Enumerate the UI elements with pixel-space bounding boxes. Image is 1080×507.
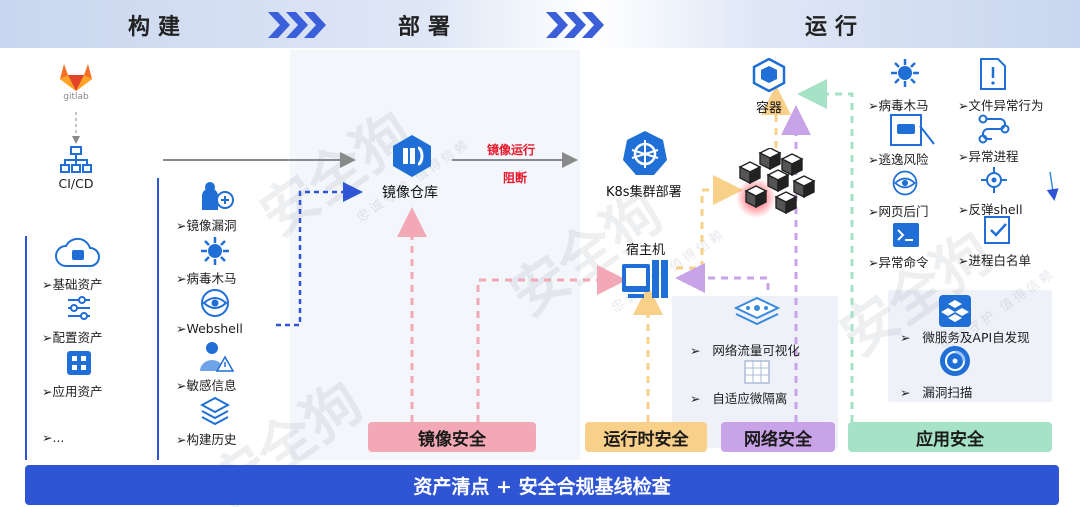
stage-title-run: 运行 — [805, 15, 866, 40]
runtime-check-command: ➢异常命令 — [868, 255, 929, 270]
runtime-check-escape: ➢逃逸风险 — [868, 152, 929, 167]
runtime-check-whitelist: ➢进程白名单 — [958, 253, 1031, 268]
vulnerability-icon — [202, 182, 234, 210]
bottom-baseline-bar: 资产清点 + 安全合规基线检查 — [25, 465, 1059, 505]
build-check-vuln: ➢镜像漏洞 — [176, 218, 237, 233]
whitelist-check-icon — [984, 216, 1010, 244]
build-check-virus: ➢病毒木马 — [176, 271, 237, 286]
network-microseg-item: ➢ 自适应微隔离 — [690, 391, 788, 406]
eye-icon — [892, 170, 918, 196]
runtime-check-backdoor: ➢网页后门 — [868, 204, 929, 219]
container-label: 容器 — [756, 101, 783, 116]
build-check-sensitive: ➢敏感信息 — [176, 378, 237, 393]
app-check-microservice: ➢ 微服务及API自发现 — [900, 330, 1030, 345]
badge-network-security: 网络安全 — [721, 422, 835, 452]
file-alert-icon — [980, 58, 1006, 90]
escape-risk-icon — [890, 114, 935, 146]
eye-icon — [201, 289, 229, 317]
user-warning-icon — [200, 342, 234, 372]
layers-icon — [200, 396, 230, 426]
registry-label: 镜像仓库 — [382, 185, 438, 201]
flow-image-run-label: 镜像运行 — [487, 143, 536, 157]
deploy-column-bg — [290, 50, 580, 460]
runtime-check-file: ➢文件异常行为 — [958, 98, 1044, 113]
gitlab-source: gitlab — [56, 60, 96, 102]
runtime-check-revshell: ➢反弹shell — [958, 202, 1023, 217]
stage-title-deploy: 部署 — [398, 15, 459, 40]
app-grid-icon — [67, 351, 91, 375]
flow-block-label: 阻断 — [503, 171, 528, 185]
process-flow-icon — [978, 114, 1010, 144]
chevron-arrows-icon — [546, 12, 604, 38]
network-icon — [734, 296, 780, 326]
server-icon — [622, 260, 668, 298]
grid-table-icon — [744, 360, 770, 384]
badge-image-security: 镜像安全 — [368, 422, 536, 452]
cicd-node: CI/CD — [48, 146, 104, 191]
cicd-label: CI/CD — [58, 176, 94, 191]
k8s-label: K8s集群部署 — [606, 185, 682, 200]
scan-icon — [940, 346, 970, 376]
sliders-icon — [68, 296, 90, 320]
container-box-icon — [752, 58, 786, 92]
runtime-check-virus: ➢病毒木马 — [868, 98, 929, 113]
virus-icon — [201, 237, 229, 265]
virus-icon — [891, 59, 919, 87]
badge-runtime-security: 运行时安全 — [585, 422, 707, 452]
gitlab-logo-icon — [60, 64, 92, 91]
kubernetes-icon — [623, 131, 667, 175]
network-traffic-item: ➢ 网络流量可视化 — [690, 343, 800, 358]
microservice-icon — [939, 295, 971, 327]
runtime-check-process: ➢异常进程 — [958, 149, 1019, 164]
stage-header-band — [0, 0, 1080, 48]
stage-title-build: 构建 — [128, 15, 189, 40]
registry-icon — [393, 135, 431, 177]
build-check-webshell: ➢Webshell — [176, 321, 243, 336]
org-chart-icon — [60, 146, 92, 173]
terminal-icon — [893, 223, 919, 247]
app-check-vulnscan: ➢ 漏洞扫描 — [900, 385, 973, 400]
host-label: 宿主机 — [626, 243, 666, 258]
asset-app: ➢应用资产 — [42, 384, 103, 399]
chevron-arrows-icon — [268, 12, 326, 38]
asset-more: ➢... — [42, 430, 65, 445]
badge-app-security: 应用安全 — [848, 422, 1052, 452]
asset-config: ➢配置资产 — [42, 330, 103, 345]
asset-basic: ➢基础资产 — [42, 277, 103, 292]
container-cubes-icon — [736, 148, 816, 218]
reverse-shell-icon — [981, 167, 1007, 193]
cloud-icon — [55, 237, 100, 267]
gitlab-label: gitlab — [63, 92, 89, 102]
build-check-history: ➢构建历史 — [176, 432, 237, 447]
